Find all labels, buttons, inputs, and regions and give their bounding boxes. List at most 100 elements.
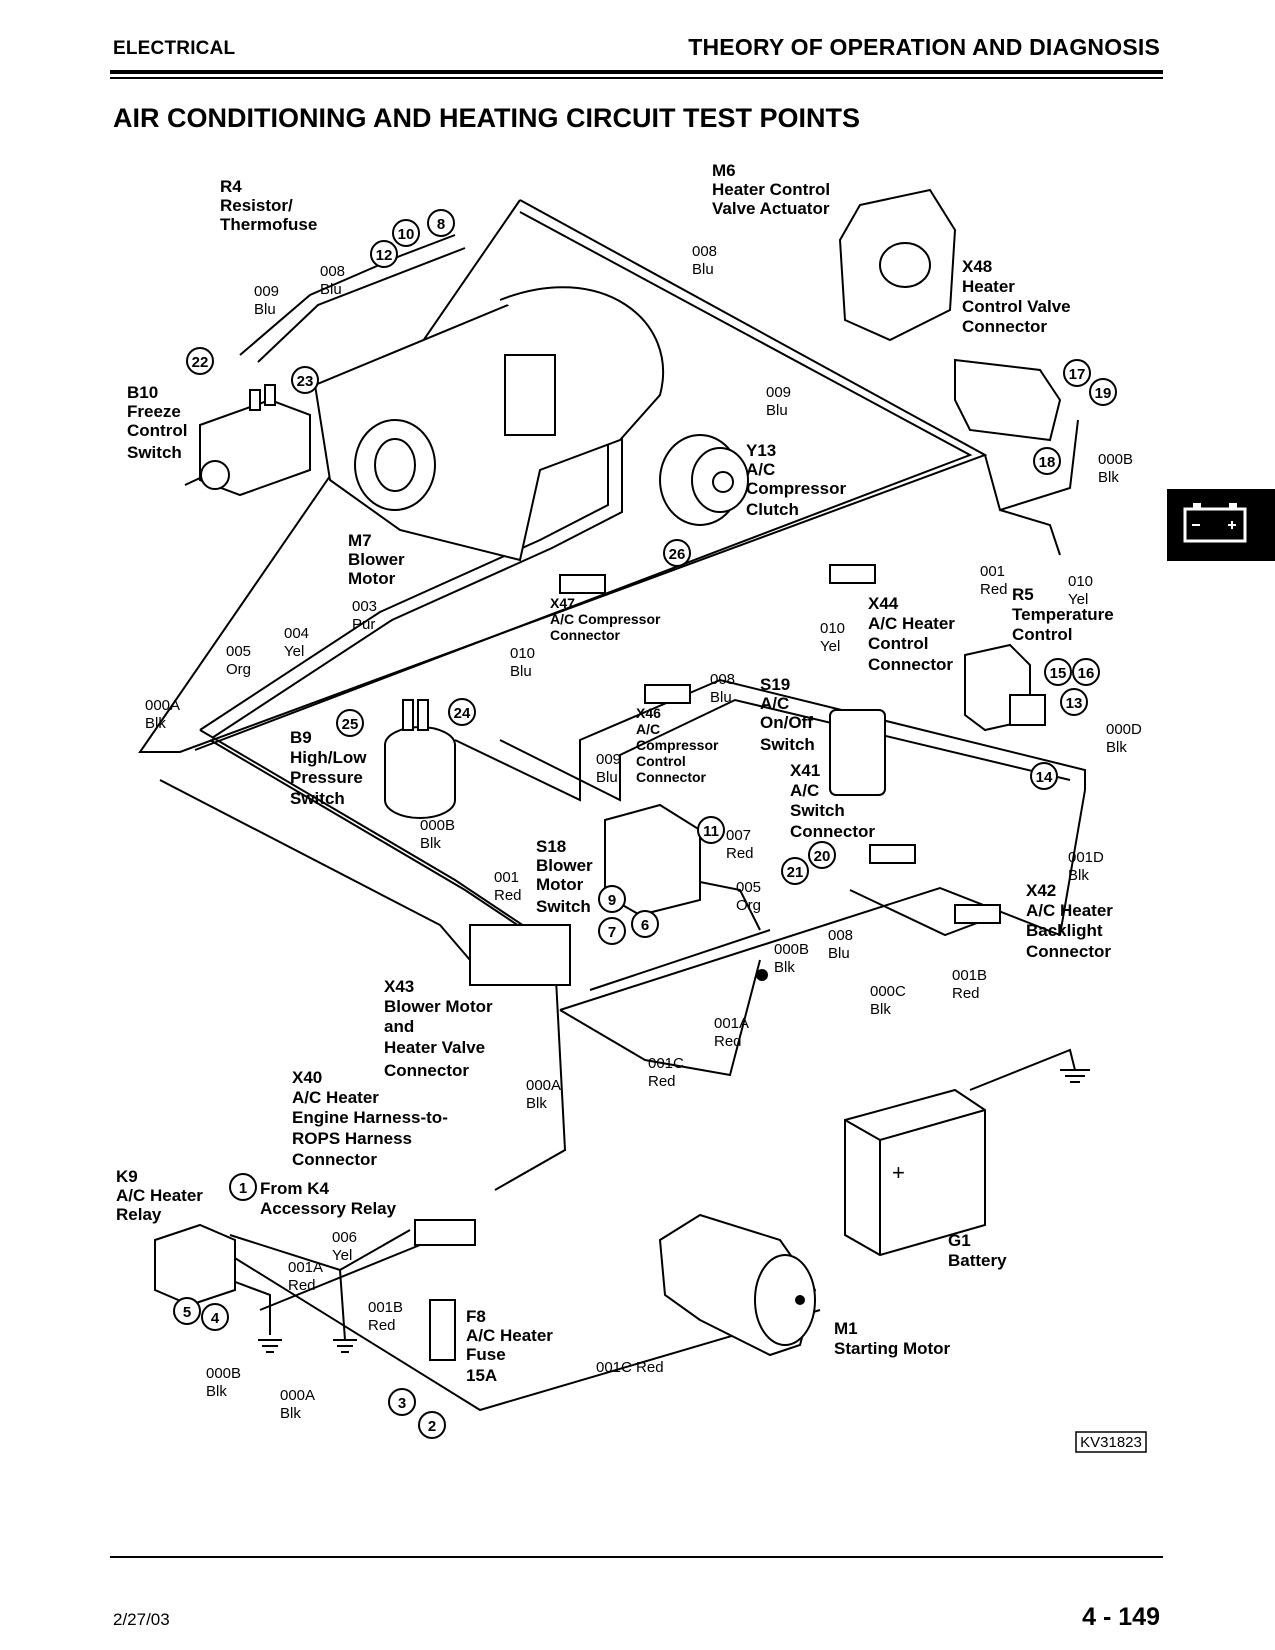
g1-ref: G1 [948,1231,971,1250]
header-rule-thin [110,77,1163,79]
x41-connector-illustration [869,844,916,864]
wire-color: Yel [820,638,840,655]
y13-line3: Clutch [746,500,799,519]
x44-line2: Control [868,634,928,653]
wire-color: Red [714,1033,742,1050]
s19-line2: On/Off [760,713,813,732]
x48-connector-illustration [954,358,1062,442]
test-points: 1 2 3 4 5 6 7 8 9 10 11 12 13 14 15 16 1… [173,209,1117,1439]
s19-line3: Switch [760,735,815,754]
test-point-1: 1 [229,1173,257,1201]
x41-line2: Switch [790,801,845,820]
wire-label: 000A [280,1387,315,1404]
r4-ref: R4 [220,177,242,196]
x40-line4: Connector [292,1150,377,1169]
b9-line2: Pressure [290,768,363,787]
svg-text:25: 25 [342,716,359,733]
r4-line2: Thermofuse [220,215,317,234]
x40-line3: ROPS Harness [292,1129,412,1148]
wire-color: Blk [1106,739,1127,756]
temperature-control-illustration [964,643,1046,732]
test-point-16: 16 [1072,658,1100,686]
wire-label: 010 [510,645,535,662]
x41-line1: A/C [790,781,819,800]
k9-line2: Relay [116,1205,162,1224]
wire-label: 000A [145,697,180,714]
wire-label: 008 [692,243,717,260]
g1-line1: Battery [948,1251,1007,1270]
x43-line3: Heater Valve [384,1038,485,1057]
ground-symbols [258,1069,1090,1353]
s19-switch-illustration [829,709,886,796]
wire-label: 001B [952,967,987,984]
relay-illustration [154,1223,236,1307]
wire-color: Blk [526,1095,547,1112]
wire-color: Blk [774,959,795,976]
x48-line1: Heater [962,277,1015,296]
test-point-18: 18 [1033,447,1061,475]
wire-label: 001 [980,563,1005,580]
wire-label: 009 [766,384,791,401]
k9-line1: A/C Heater [116,1186,203,1205]
battery-illustration: + [844,1088,986,1257]
s18-line2: Motor [536,875,584,894]
f8-line3: 15A [466,1366,497,1385]
m6-line1: Heater Control [712,180,830,199]
test-point-23: 23 [291,366,319,394]
wire-color: Blk [206,1383,227,1400]
x44-line3: Connector [868,655,953,674]
fuse-illustration [429,1299,456,1361]
x41-ref: X41 [790,761,820,780]
wire-label: 009 [254,283,279,300]
test-point-3: 3 [388,1388,416,1416]
test-point-22: 22 [186,347,214,375]
wire-color: Blu [254,301,276,318]
svg-text:20: 20 [814,848,831,865]
r5-ref: R5 [1012,585,1034,604]
wire-label: 007 [726,827,751,844]
svg-text:4: 4 [211,1310,220,1327]
wire-color: Blu [510,663,532,680]
x48-ref: X48 [962,257,992,276]
x40-line2: Engine Harness-to- [292,1108,448,1127]
page-number: 4 - 149 [1082,1603,1160,1631]
x42-line3: Connector [1026,942,1111,961]
svg-text:21: 21 [787,864,804,881]
wire-label: 006 [332,1229,357,1246]
svg-text:5: 5 [183,1304,191,1321]
x40-line1: A/C Heater [292,1088,379,1107]
x44-ref: X44 [868,594,899,613]
compressor-clutch-illustration [659,434,749,526]
s18-ref: S18 [536,837,566,856]
battery-section-tab[interactable] [1167,489,1275,561]
wire-label: 008 [320,263,345,280]
header-rule-thick [110,70,1163,74]
wire-color: Yel [284,643,304,660]
battery-plus-icon: + [892,1160,905,1185]
x47-line2: Connector [550,627,621,643]
s19-ref: S19 [760,675,790,694]
wire-color: Blu [828,945,850,962]
wire-harness [138,199,1086,1412]
b10-line3: Switch [127,443,182,462]
